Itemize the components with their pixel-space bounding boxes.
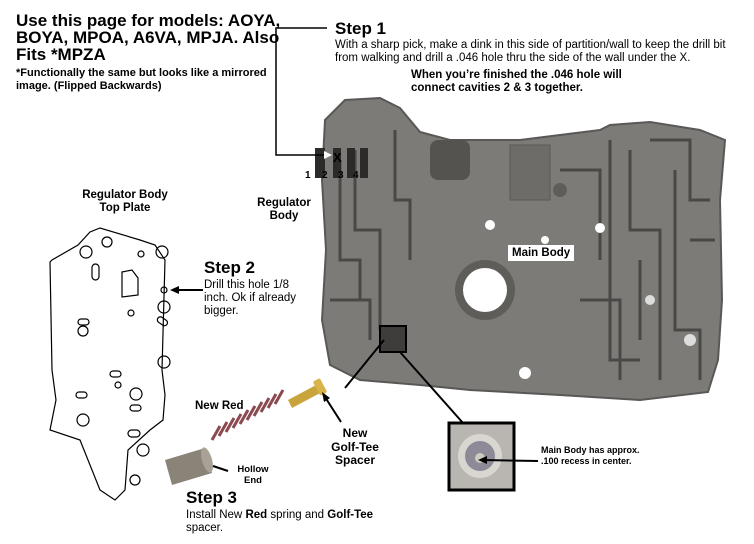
step2-arrowhead	[170, 286, 179, 294]
hollow-sleeve	[165, 447, 213, 485]
regulator-body-label-line2: Body	[269, 210, 299, 222]
mirrored-footnote: *Functionally the same but looks like a …	[16, 67, 267, 92]
step3-text-b: spring and	[267, 509, 328, 521]
step3-text-c: spacer.	[186, 522, 224, 534]
step1-arrowhead	[324, 151, 332, 159]
hollow-end-label-line2: End	[244, 475, 262, 486]
recess-arrow	[344, 339, 385, 389]
golf-tee-label-line1: New	[342, 426, 368, 440]
models-heading: Use this page for models: AOYA, BOYA, MP…	[16, 11, 281, 64]
cavity-2-label: 2	[322, 170, 328, 181]
recess-highlight-box	[379, 325, 407, 353]
detail-inset	[447, 421, 539, 492]
step1-note: When you’re finished the .046 hole will …	[411, 69, 622, 94]
top-plate-label-line1: Regulator Body	[82, 189, 168, 201]
step3-text-golf: Golf-Tee	[327, 509, 374, 521]
golf-tee-arrowhead	[322, 392, 330, 402]
step3-text-a: Install New	[186, 509, 246, 521]
cavity-4-label: 4	[353, 170, 359, 181]
golf-tee-label: New Golf-Tee Spacer	[325, 426, 385, 468]
recess-note: Main Body has approx. .100 recess in cen…	[541, 445, 640, 466]
hollow-end-label: Hollow End	[228, 464, 278, 486]
hollow-arrow	[212, 465, 229, 472]
step3-text-red: Red	[245, 509, 268, 521]
golf-tee-arrow	[324, 396, 342, 423]
golf-tee-label-line3: Spacer	[334, 453, 376, 467]
step1-leader-line	[275, 27, 328, 156]
step1-body: With a sharp pick, make a dink in this s…	[335, 39, 726, 64]
regulator-body-label-line1: Regulator	[257, 197, 311, 209]
step2-title: Step 2	[204, 258, 256, 277]
golf-tee-spacer	[288, 378, 327, 408]
top-plate-label: Regulator Body Top Plate	[60, 189, 190, 215]
detail-connector-line	[399, 351, 464, 424]
drill-marker-x: X	[333, 150, 342, 165]
hollow-end-label-line1: Hollow	[237, 464, 269, 475]
step3-title: Step 3	[186, 488, 238, 507]
step3-body: Install New Red spring and Golf-Tee spac…	[186, 509, 406, 535]
regulator-body-label: Regulator Body	[248, 197, 320, 223]
red-spring	[210, 389, 285, 441]
top-plate-outline	[49, 227, 171, 501]
cavity-1-label: 1	[305, 170, 311, 181]
top-plate-label-line2: Top Plate	[99, 202, 151, 214]
step2-body: Drill this hole 1/8 inch. Ok if already …	[204, 279, 297, 317]
step1-title: Step 1	[335, 19, 387, 38]
golf-tee-label-line2: Golf-Tee	[331, 439, 379, 454]
new-red-label: New Red	[195, 400, 244, 412]
main-body-label: Main Body	[508, 245, 575, 261]
cavity-3-label: 3	[338, 170, 344, 181]
